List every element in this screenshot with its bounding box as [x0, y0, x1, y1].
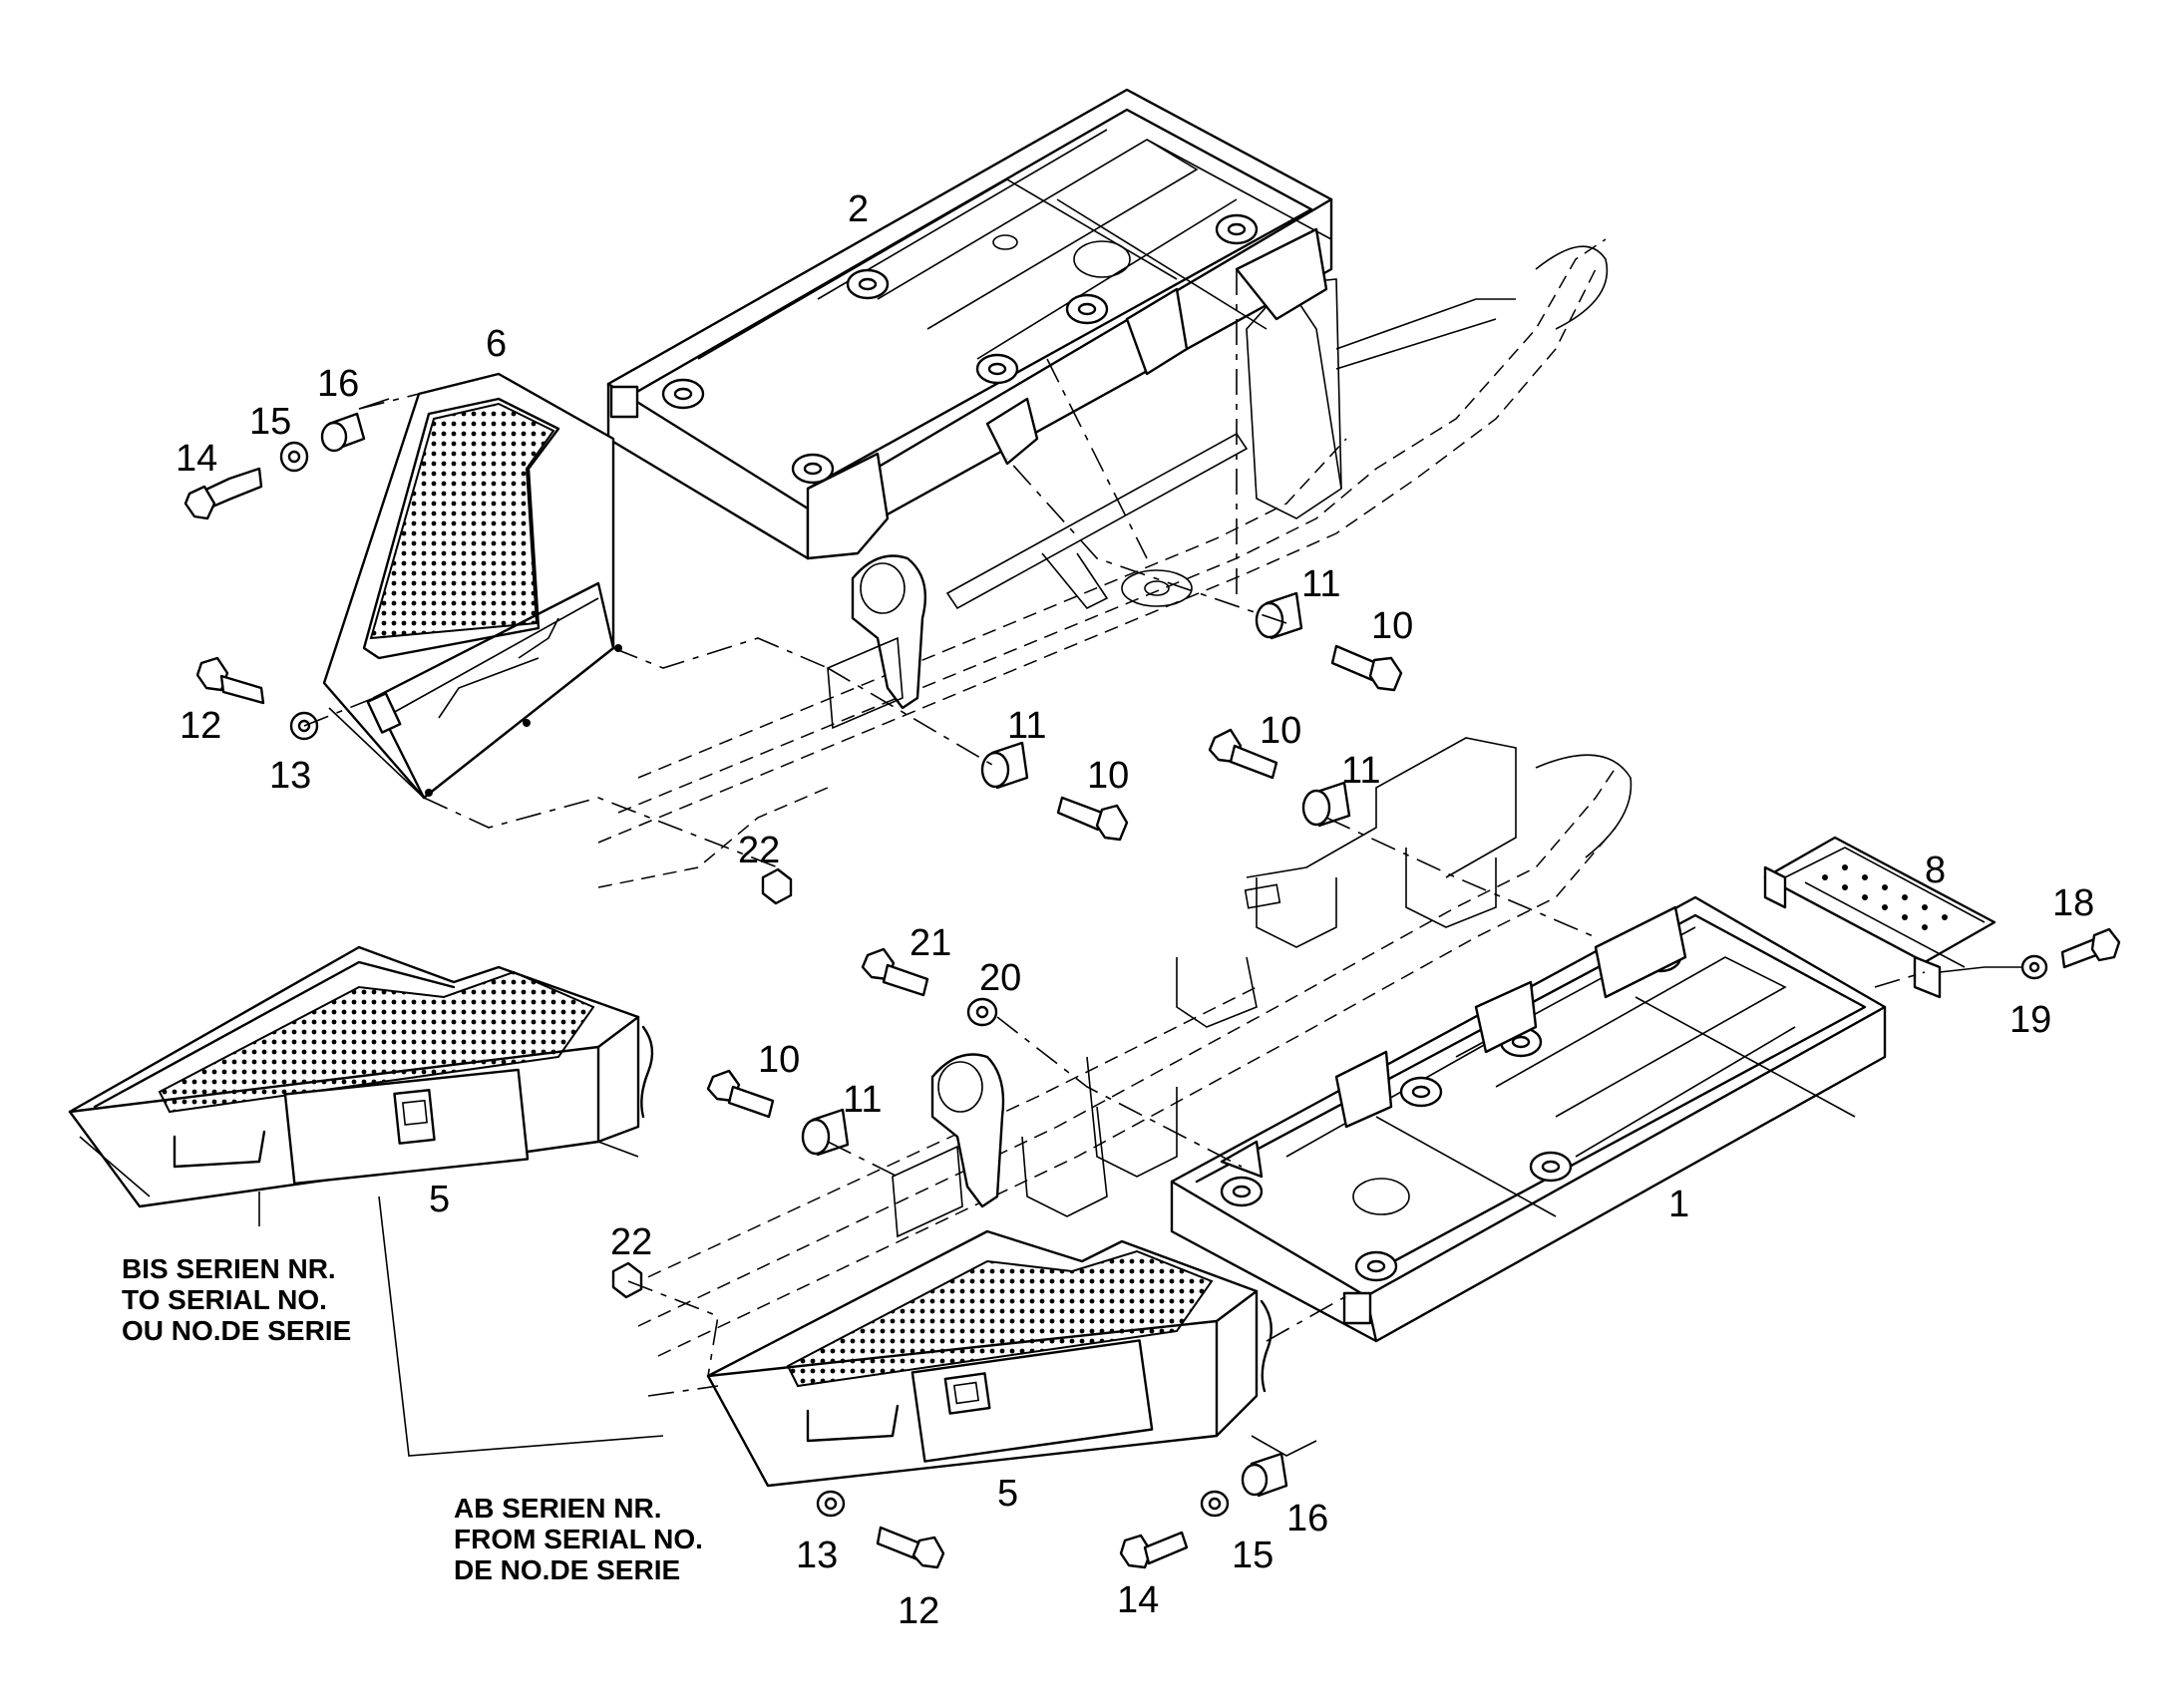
callout-15: 15: [249, 401, 291, 443]
callout-21: 21: [909, 922, 951, 964]
callout-10: 10: [1371, 605, 1413, 647]
callout-labels: 2 6 16 15 14 11 10 12 13 11 10 10 11 22 …: [176, 188, 2094, 1632]
part-1-lower-tray: [1170, 895, 1887, 1343]
leader-lines: [378, 966, 2022, 1457]
callout-10: 10: [1260, 710, 1301, 752]
callout-19: 19: [2009, 999, 2051, 1041]
callout-11: 11: [1301, 563, 1340, 605]
part-6-upper-step-box: [322, 372, 622, 800]
callout-13: 13: [796, 1535, 838, 1576]
frame-outline: [597, 238, 1633, 1357]
part-5-step-box-before-serial: [68, 945, 654, 1208]
callout-14: 14: [176, 438, 217, 480]
callout-10: 10: [758, 1039, 800, 1081]
serial-note-before: BIS SERIEN NR. TO SERIAL NO. OU NO.DE SE…: [122, 1253, 351, 1346]
note-before-line-1: BIS SERIEN NR.: [122, 1253, 336, 1284]
callout-22: 22: [610, 1221, 652, 1263]
callout-12: 12: [898, 1590, 939, 1632]
callout-22: 22: [738, 830, 780, 871]
callout-6: 6: [486, 323, 507, 365]
callout-11: 11: [843, 1079, 882, 1121]
part-2-upper-tray: [606, 88, 1333, 560]
part-8-step-grate: [1763, 836, 1997, 999]
callout-16: 16: [1286, 1498, 1328, 1539]
callout-10: 10: [1087, 755, 1129, 797]
callout-13: 13: [269, 755, 311, 797]
callout-12: 12: [180, 705, 221, 747]
note-before-line-3: OU NO.DE SERIE: [122, 1315, 351, 1346]
callout-11: 11: [1341, 750, 1380, 792]
note-after-line-2: FROM SERIAL NO.: [454, 1524, 703, 1554]
assembly-lines: [258, 269, 1926, 1397]
note-after-line-3: DE NO.DE SERIE: [454, 1554, 680, 1585]
callout-20: 20: [979, 957, 1021, 999]
note-after-line-1: AB SERIEN NR.: [454, 1493, 661, 1524]
callout-15: 15: [1232, 1535, 1273, 1576]
callout-5: 5: [429, 1179, 450, 1220]
part-5-step-box-from-serial: [706, 1229, 1272, 1488]
callout-16: 16: [317, 363, 359, 405]
callout-5: 5: [997, 1473, 1018, 1515]
callout-2: 2: [848, 188, 869, 230]
callout-8: 8: [1925, 850, 1946, 891]
callout-18: 18: [2052, 882, 2094, 924]
callout-14: 14: [1117, 1579, 1159, 1621]
callout-1: 1: [1668, 1184, 1689, 1225]
callout-11: 11: [1007, 705, 1046, 747]
serial-note-after: AB SERIEN NR. FROM SERIAL NO. DE NO.DE S…: [454, 1493, 703, 1585]
note-before-line-2: TO SERIAL NO.: [122, 1284, 327, 1315]
